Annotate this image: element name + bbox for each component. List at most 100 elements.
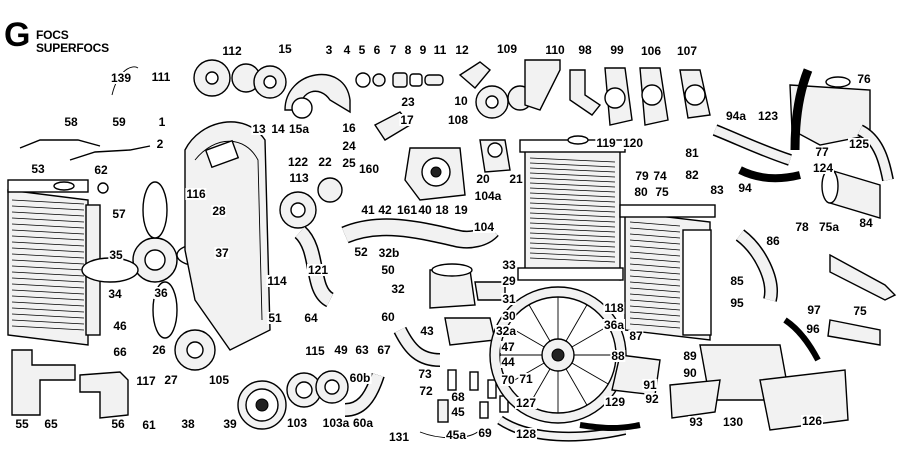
callout-91: 91 [642,378,658,392]
callout-10: 10 [453,94,469,108]
callout-86: 86 [765,234,781,248]
callout-111: 111 [150,70,172,84]
callout-32b: 32b [377,246,401,260]
callout-14: 14 [270,122,286,136]
callout-125: 125 [847,137,871,151]
callout-61: 61 [141,418,157,432]
callout-62: 62 [93,163,109,177]
callout-71: 71 [518,372,534,386]
callout-9: 9 [418,43,428,57]
callout-80: 80 [633,185,649,199]
callout-38: 38 [180,417,196,431]
callout-79: 79 [634,169,650,183]
callout-22: 22 [317,155,333,169]
callout-69: 69 [477,426,493,440]
hose-clip-139 [111,66,139,96]
callout-31: 31 [501,292,517,306]
callout-116: 116 [185,187,207,201]
callout-90: 90 [682,366,698,380]
callout-45: 45 [450,405,466,419]
callout-131: 131 [387,430,411,444]
callout-49: 49 [333,343,349,357]
callout-78: 78 [794,220,810,234]
model-name-superfocs: SUPERFOCS [36,41,109,55]
callout-87: 87 [628,329,644,343]
callout-4: 4 [342,43,352,57]
callout-108: 108 [446,113,470,127]
callout-65: 65 [43,417,59,431]
bracket-75 [827,319,881,346]
small-parts-3-12 [355,61,491,89]
callout-59: 59 [111,115,127,129]
callout-104: 104 [472,220,496,234]
callout-103a: 103a [321,416,351,430]
callout-88: 88 [610,349,626,363]
callout-3: 3 [324,43,334,57]
callout-94: 94 [737,181,753,195]
callout-109: 109 [495,42,519,56]
callout-85: 85 [729,274,745,288]
callout-77: 77 [814,145,830,159]
bracket-59 [69,145,151,161]
plug-62 [97,182,109,194]
callout-103: 103 [285,416,309,430]
callout-60a: 60a [351,416,375,430]
pulley-39 [237,380,287,430]
callout-96: 96 [805,322,821,336]
callout-89: 89 [682,349,698,363]
callout-17: 17 [399,113,415,127]
sensors [437,369,509,423]
housing-32a [444,317,496,346]
callout-126: 126 [800,414,824,428]
callout-25: 25 [341,156,357,170]
callout-35: 35 [108,248,124,262]
callout-75: 75 [654,185,670,199]
callout-104a: 104a [473,189,503,203]
bracket-75a [829,253,897,301]
callout-41: 41 [360,203,376,217]
callout-60b: 60b [348,371,372,385]
callout-83: 83 [709,183,725,197]
callout-42: 42 [377,203,393,217]
model-name-focs: FOCS [36,28,69,42]
callout-114: 114 [266,274,288,288]
callout-30: 30 [501,309,517,323]
callout-64: 64 [303,311,319,325]
callout-27: 27 [163,373,179,387]
expansion-tank-76 [789,84,871,146]
bracket-93 [669,379,721,419]
callout-161: 161 [395,203,419,217]
callout-118: 118 [603,301,625,315]
left-radiator [7,179,101,346]
callout-6: 6 [372,43,382,57]
callout-81: 81 [684,146,700,160]
elbows-98-107 [569,67,711,126]
callout-67: 67 [376,343,392,357]
callout-50: 50 [380,263,396,277]
callout-36: 36 [153,286,169,300]
callout-36a: 36a [602,318,626,332]
callout-124: 124 [811,161,835,175]
callout-84: 84 [858,216,874,230]
callout-33: 33 [501,258,517,272]
callout-75a: 75a [817,220,841,234]
callout-32a: 32a [494,324,518,338]
callout-122: 122 [286,155,310,169]
callout-18: 18 [434,203,450,217]
callout-73: 73 [417,367,433,381]
callout-93: 93 [688,415,704,429]
callout-37: 37 [214,246,230,260]
callout-123: 123 [756,109,780,123]
callout-128: 128 [514,427,538,441]
callout-46: 46 [112,319,128,333]
radiator-119 [517,135,626,281]
callout-76: 76 [856,72,872,86]
callout-82: 82 [684,168,700,182]
callout-130: 130 [721,415,745,429]
callout-74: 74 [652,169,668,183]
callout-127: 127 [514,396,538,410]
callout-99: 99 [609,43,625,57]
callout-115: 115 [304,344,326,358]
